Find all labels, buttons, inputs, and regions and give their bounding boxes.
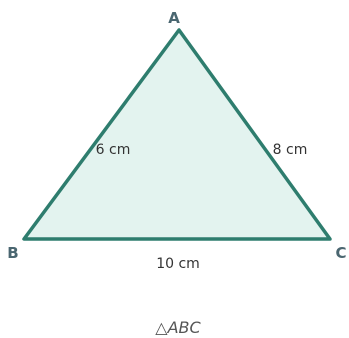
triangle-caption: △ABC (155, 318, 201, 337)
side-label-ac: 8 cm (273, 142, 308, 158)
side-label-bc: 10 cm (156, 256, 200, 272)
vertex-label-b: B (7, 244, 18, 262)
vertex-label-a: A (168, 9, 180, 27)
vertex-label-c: C (335, 244, 346, 262)
triangle-abc (22, 28, 332, 241)
side-label-ab: 6 cm (96, 142, 131, 158)
